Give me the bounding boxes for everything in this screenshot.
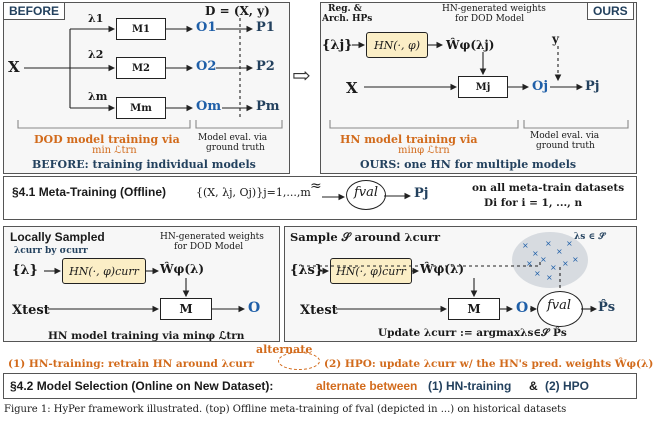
meta-training-panel [3, 176, 637, 220]
local-sample-title: Locally Sampled [10, 230, 105, 244]
pred-pm: Pm [256, 99, 280, 114]
lambda-2: λ2 [88, 48, 104, 61]
hn-training-formula: minφ ℒtrn [398, 145, 450, 156]
eval-label-2: ground truth [206, 143, 265, 153]
update-label: Update λcurr := argmaxλs∈𝒮 P̂s [378, 327, 567, 339]
lambda-1: λ1 [88, 12, 104, 25]
reg-label: Reg. & [328, 4, 362, 14]
svg-text:×: × [566, 239, 573, 248]
br-lambda-set: {λs} [290, 263, 324, 278]
bl-input-xtest: Xtest [12, 303, 50, 318]
hn-training-label: HN model training via [340, 133, 478, 146]
br-fval-label: fval [547, 298, 572, 313]
output-om: Om [196, 99, 222, 114]
br-output-o: O [516, 300, 529, 316]
pred-pj: Pj [585, 79, 600, 94]
ground-truth-y: y [552, 32, 559, 46]
hypernetwork-box: HN(·, φ) [366, 32, 428, 58]
sample-points: ××× ××× ××× ××× [522, 239, 579, 282]
output-o2: O2 [196, 59, 217, 74]
lambda-j-set: {λj} [322, 38, 353, 53]
svg-text:×: × [572, 255, 579, 264]
model-box-1: M1 [116, 18, 166, 40]
model-selection-part3: & [529, 379, 538, 393]
output-oj: Oj [532, 79, 549, 94]
br-pred-ps: P̂s [598, 300, 616, 315]
bl-w-hat: Ŵφ(λ) [160, 262, 205, 276]
br-input-xtest: Xtest [300, 303, 338, 318]
model-selection-title: §4.2 Model Selection (Online on New Data… [10, 379, 274, 393]
alternate-left: (1) HN-training: retrain HN around λcurr [8, 358, 254, 370]
meta-desc: on all meta-train datasets [472, 182, 625, 194]
bl-output-o: O [248, 300, 261, 316]
before-tag: BEFORE [3, 2, 66, 20]
dod-training-formula: min ℒtrn [92, 145, 137, 156]
hpo-title: Sample 𝒮 around λcurr [290, 230, 441, 244]
local-sample-panel [3, 226, 280, 342]
ours-tag: OURS [587, 2, 634, 20]
meta-training-title: §4.1 Meta-Training (Offline) [12, 185, 167, 199]
bl-hypernetwork-box: HN(·, φ)curr [62, 258, 146, 284]
before-caption: BEFORE: training individual models [32, 158, 256, 171]
svg-text:×: × [562, 259, 569, 268]
svg-text:×: × [546, 273, 553, 282]
transition-arrow-icon: ⇨ [292, 64, 311, 89]
model-selection-panel [3, 373, 637, 399]
dod-training-label: DOD model training via [34, 133, 180, 146]
figure-caption: Figure 1: HyPer framework illustrated. (… [4, 404, 567, 415]
model-selection-part1: alternate between [316, 379, 418, 393]
svg-text:×: × [550, 263, 557, 272]
alternate-right: (2) HPO: update λcurr w/ the HN's pred. … [324, 358, 653, 370]
cycle-icon [278, 352, 320, 370]
svg-text:×: × [522, 241, 529, 250]
pred-p2: P2 [256, 59, 275, 74]
output-o1: O1 [196, 20, 217, 35]
w-hat-lambda-j: Ŵφ(λj) [446, 38, 495, 52]
bl-lambda-set: {λ} [12, 263, 38, 278]
cloud-label: λs ∈ 𝒮 [574, 232, 606, 242]
input-x: X [8, 58, 20, 76]
pred-p1: P1 [256, 20, 275, 35]
reg-label-2: Arch. HPs [322, 14, 373, 24]
lambda-m: λm [88, 90, 108, 103]
lambda-curr-label: λcurr by σcurr [14, 246, 88, 256]
approx-sign: ≈ [310, 178, 322, 194]
ours-caption: OURS: one HN for multiple models [360, 158, 577, 171]
sample-cloud [512, 232, 588, 288]
eval-label: Model eval. via [198, 133, 268, 143]
d-equation: D = (X, y) [205, 4, 270, 18]
bl-hn-weights-label-2: for DOD Model [174, 242, 244, 252]
svg-text:×: × [540, 255, 547, 264]
fval-label: fval [354, 185, 379, 200]
bl-caption: HN model training via minφ ℒtrn [48, 330, 245, 342]
meta-desc-2: Di for i = 1, ..., n [484, 197, 583, 209]
br-model-box: M [448, 298, 500, 320]
meta-pred-pj: Pj [414, 186, 429, 201]
model-box-2: M2 [116, 57, 166, 79]
br-fval-circle [537, 291, 583, 327]
br-hypernetwork-box: HN(·, φ)curr [330, 258, 412, 284]
model-selection-part2: (1) HN-training [428, 379, 512, 393]
model-box-j: Mj [458, 76, 508, 98]
model-selection-part4: (2) HPO [545, 379, 590, 393]
hn-weights-label: HN-generated weights [442, 4, 546, 14]
svg-text:×: × [532, 249, 539, 258]
eval-label-ours: Model eval. via [530, 131, 600, 141]
svg-text:×: × [545, 239, 552, 248]
bl-model-box: M [160, 298, 212, 320]
bl-hn-weights-label: HN-generated weights [160, 232, 264, 242]
fval-circle [346, 180, 386, 210]
input-x-ours: X [346, 79, 358, 97]
svg-text:×: × [526, 259, 533, 268]
model-box-m: Mm [116, 97, 166, 119]
svg-text:×: × [534, 269, 541, 278]
hn-weights-label-2: for DOD Model [455, 14, 525, 24]
eval-label-ours-2: ground truth [536, 141, 595, 151]
svg-text:×: × [556, 247, 563, 256]
meta-training-set: {(X, λj, Oj)}j=1,...,m [196, 186, 311, 199]
